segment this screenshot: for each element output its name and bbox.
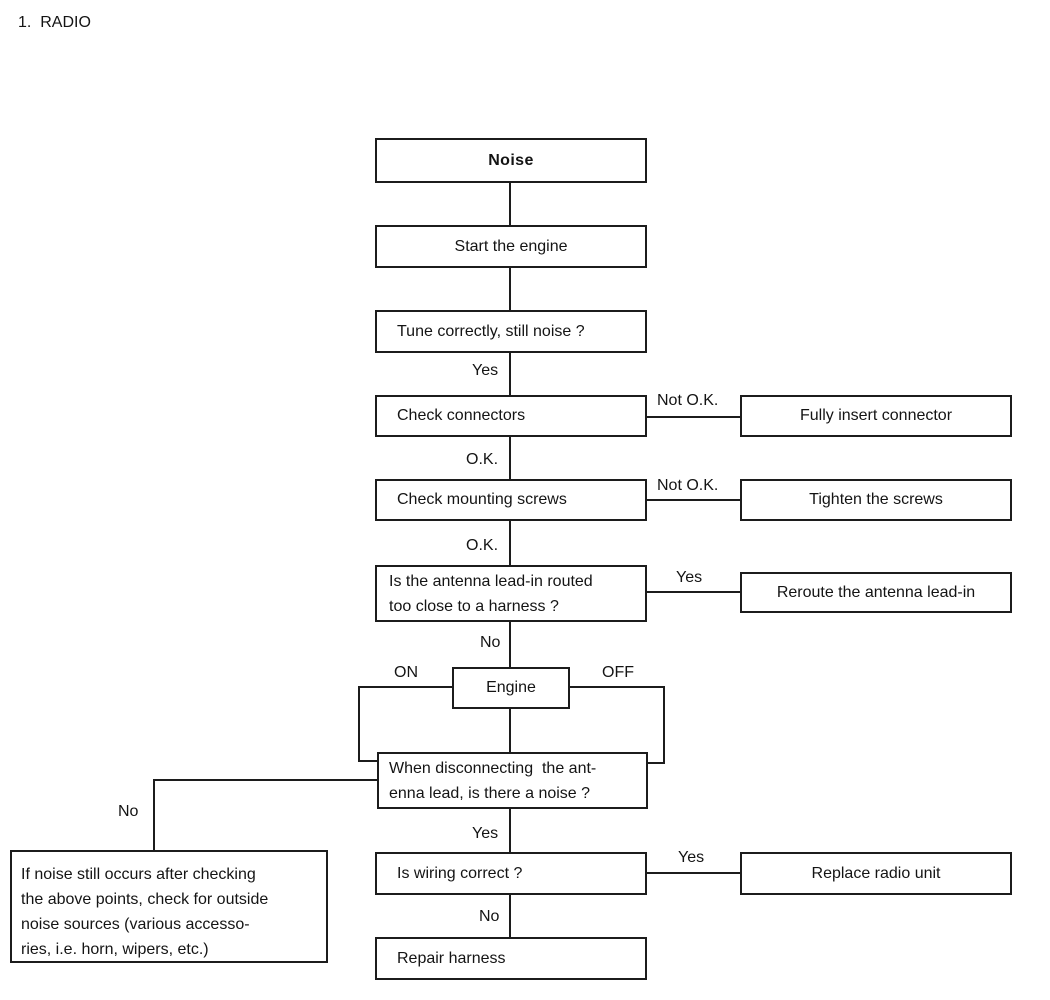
label-yes-antenna: Yes — [676, 569, 703, 586]
node-outside-noise-note: If noise still occurs after checking the… — [10, 850, 328, 963]
connector-noise-to-start — [509, 183, 511, 225]
node-antenna-lead-in: Is the antenna lead-in routed too close … — [375, 565, 647, 622]
connector-engine-to-disconnect — [509, 709, 511, 752]
label-yes-disconnect: Yes — [472, 825, 499, 842]
node-reroute-antenna: Reroute the antenna lead-in — [740, 572, 1012, 613]
page-title: 1. RADIO — [18, 14, 91, 31]
node-engine: Engine — [452, 667, 570, 709]
label-no-disconnect: No — [118, 803, 139, 820]
node-start-engine: Start the engine — [375, 225, 647, 268]
label-no-antenna: No — [480, 634, 501, 651]
label-ok-connectors: O.K. — [466, 451, 499, 468]
label-no-wiring: No — [479, 908, 500, 925]
node-check-mounting-screws: Check mounting screws — [375, 479, 647, 521]
connector-screws-to-antenna — [509, 521, 511, 565]
label-engine-on: ON — [394, 664, 418, 681]
node-check-connectors: Check connectors — [375, 395, 647, 437]
connector-screws-to-tighten — [647, 499, 740, 501]
connector-disconnect-to-wiring — [509, 809, 511, 852]
label-ok-screws: O.K. — [466, 537, 499, 554]
node-disconnect-antenna: When disconnecting the ant- enna lead, i… — [377, 752, 648, 809]
node-replace-radio: Replace radio unit — [740, 852, 1012, 895]
connector-wiring-to-repair — [509, 895, 511, 937]
label-yes-tune: Yes — [472, 362, 499, 379]
connector-no-branch-horizontal — [153, 779, 379, 781]
node-noise: Noise — [375, 138, 647, 183]
connector-no-branch-vertical — [153, 779, 155, 850]
connector-connectors-to-fully-insert — [647, 416, 740, 418]
connector-engine-on-into-disconnect — [358, 760, 379, 762]
connector-engine-off-horizontal — [570, 686, 665, 688]
node-tighten-screws: Tighten the screws — [740, 479, 1012, 521]
label-engine-off: OFF — [602, 664, 634, 681]
connector-antenna-to-engine — [509, 622, 511, 667]
connector-engine-on-horizontal — [358, 686, 452, 688]
node-repair-harness: Repair harness — [375, 937, 647, 980]
connector-tune-to-connectors — [509, 353, 511, 395]
node-fully-insert-connector: Fully insert connector — [740, 395, 1012, 437]
connector-antenna-to-reroute — [647, 591, 740, 593]
connector-connectors-to-screws — [509, 437, 511, 479]
connector-engine-on-vertical — [358, 686, 360, 762]
node-wiring-correct: Is wiring correct ? — [375, 852, 647, 895]
connector-engine-off-into-disconnect — [648, 762, 665, 764]
label-not-ok-screws: Not O.K. — [657, 477, 719, 494]
label-yes-wiring: Yes — [678, 849, 705, 866]
node-tune-correctly: Tune correctly, still noise ? — [375, 310, 647, 353]
connector-wiring-to-replace — [647, 872, 740, 874]
connector-engine-off-vertical — [663, 686, 665, 764]
label-not-ok-connectors: Not O.K. — [657, 392, 719, 409]
connector-start-to-tune — [509, 268, 511, 310]
